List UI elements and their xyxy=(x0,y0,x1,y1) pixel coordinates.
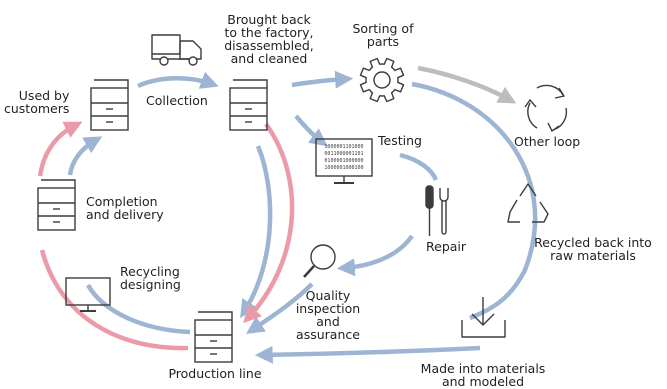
label-testing: Testing xyxy=(378,133,422,148)
arrow-pink-to-customers xyxy=(37,121,83,177)
gear-icon xyxy=(359,57,405,103)
binary-line-4: 1000001000100 xyxy=(324,165,363,171)
label-recycled-back: Recycled back into raw materials xyxy=(534,235,652,263)
label-made-into: Made into materials and modeled xyxy=(420,361,546,389)
binary-line-1: 1000001101000 xyxy=(324,144,363,150)
label-sorting: Sorting of parts xyxy=(352,21,414,49)
printer-icon-production xyxy=(194,311,233,363)
label-used-by-customers: Used by customers xyxy=(4,88,70,116)
label-other-loop: Other loop xyxy=(514,134,581,149)
arrow-to-testing xyxy=(294,114,328,147)
monitor-icon-designing xyxy=(65,277,111,312)
recycle-triangle-icon xyxy=(507,183,549,223)
arrow-factory-down-blue xyxy=(240,145,273,319)
arrow-big-right-loop xyxy=(411,81,538,321)
printer-icon-factory xyxy=(229,79,268,131)
binary-line-2: 0011000001101 xyxy=(324,151,363,157)
printer-icon-completion xyxy=(37,179,76,231)
recycle-loop-icon xyxy=(524,84,568,133)
binary-line-3: 0100001000000 xyxy=(324,158,363,164)
arrow-blue-to-customers xyxy=(67,136,103,176)
label-repair: Repair xyxy=(426,239,467,254)
download-tray-icon xyxy=(461,297,506,338)
arrow-collection xyxy=(137,71,219,89)
magnifier-icon xyxy=(303,244,336,278)
arrow-made-into-to-production xyxy=(254,345,481,364)
label-collection: Collection xyxy=(146,93,208,108)
label-quality: Quality inspection and assurance xyxy=(295,288,361,342)
arrow-pink-production-up xyxy=(39,249,189,351)
label-recycling-designing: Recycling designing xyxy=(120,264,181,292)
arrow-blue-production-up xyxy=(86,283,191,335)
arrow-repair-to-quality xyxy=(336,234,414,277)
tools-icon xyxy=(425,185,449,236)
label-brought-back: Brought back to the factory, disassemble… xyxy=(224,12,314,66)
monitor-icon-testing: 1000001101000 0011000001101 010000100000… xyxy=(315,138,373,184)
printer-icon-customers xyxy=(90,79,129,131)
arrow-factory-down-pink xyxy=(243,122,295,324)
arrow-quality-to-production xyxy=(246,282,314,334)
arrow-to-other-loop xyxy=(417,65,517,104)
label-production-line: Production line xyxy=(168,366,262,381)
arrow-to-repair xyxy=(399,152,439,181)
arrow-to-sorting xyxy=(291,70,354,89)
truck-icon xyxy=(151,34,202,66)
label-completion: Completion and delivery xyxy=(86,194,164,222)
